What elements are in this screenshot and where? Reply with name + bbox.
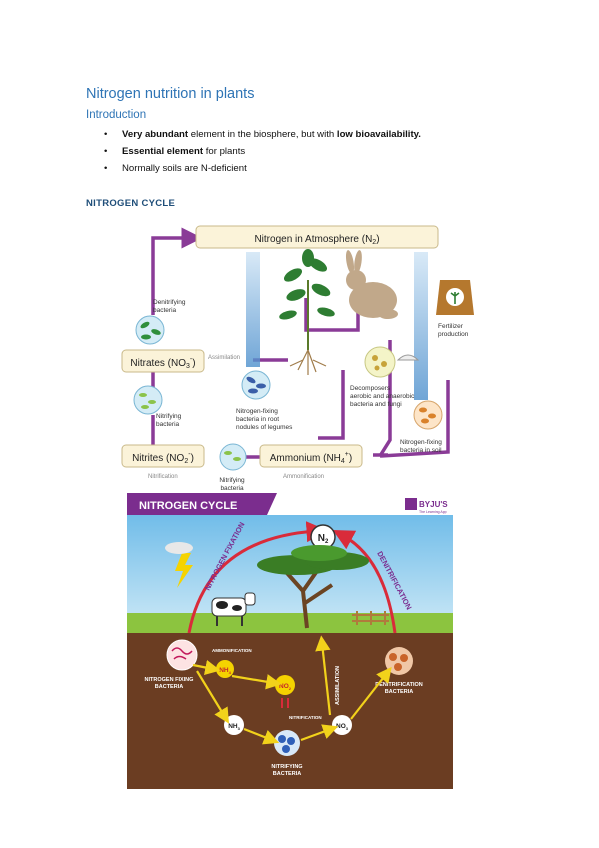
rabbit-illustration bbox=[345, 250, 398, 319]
bullet-item: Very abundant element in the biosphere, … bbox=[104, 126, 421, 143]
nitrification-label: NITRIFICATION bbox=[289, 715, 322, 720]
intro-heading: Introduction bbox=[86, 109, 147, 121]
bacteria-circle bbox=[133, 385, 163, 415]
ammonification-label: Ammonification bbox=[283, 474, 324, 480]
bullet-text: element in the biosphere, but with bbox=[188, 129, 337, 140]
blue-beam bbox=[246, 252, 260, 367]
lightning-icon bbox=[175, 553, 193, 588]
bullet-item: Essential element for plants bbox=[104, 143, 421, 160]
conversion-arrows bbox=[281, 698, 289, 708]
nitrification-label: Nitrification bbox=[148, 474, 178, 480]
fixing-bacteria-circle bbox=[166, 639, 198, 671]
nitrogen-cycle-diagram-2: NITROGEN CYCLE BYJU'S The Learning App N… bbox=[127, 493, 453, 789]
mushroom-icon bbox=[396, 354, 420, 361]
no3-label: NO3 bbox=[336, 723, 349, 731]
nitrates-box bbox=[121, 349, 205, 373]
tree-illustration bbox=[257, 545, 369, 629]
bacteria-circle bbox=[241, 370, 271, 400]
nitrates-label: Nitrates (NO3-) bbox=[130, 356, 195, 370]
nh4-label: NH4 bbox=[219, 667, 231, 675]
bacteria-circle bbox=[364, 346, 396, 378]
nh3-label: NH3 bbox=[228, 723, 240, 731]
bullet-text-bold: Essential element bbox=[122, 146, 204, 157]
atmosphere-box bbox=[195, 225, 439, 249]
assimilation-label: ASSIMILATION bbox=[335, 666, 341, 705]
atmosphere-label: Nitrogen in Atmosphere (N2) bbox=[254, 234, 379, 246]
bullet-text-bold: Very abundant bbox=[122, 129, 189, 140]
brand-logo-icon bbox=[405, 498, 417, 510]
bacteria-circle bbox=[219, 443, 247, 471]
no2-label: NO2 bbox=[279, 683, 292, 691]
brand-subtitle: The Learning App bbox=[419, 510, 447, 514]
bacteria-circle bbox=[135, 315, 165, 345]
blue-beam bbox=[414, 252, 428, 400]
nitrites-label: Nitrites (NO2-) bbox=[132, 451, 194, 465]
nitrites-box bbox=[121, 444, 205, 468]
page-title: Nitrogen nutrition in plants bbox=[86, 86, 255, 102]
fertilizer-bag-icon bbox=[436, 280, 474, 315]
ammonification-label: AMMONIFICATION bbox=[212, 648, 252, 653]
bacteria-circle bbox=[413, 400, 443, 430]
intro-bullet-list: Very abundant element in the biosphere, … bbox=[104, 126, 421, 177]
bullet-item: Normally soils are N-deficient bbox=[104, 160, 421, 177]
bullet-text-bold: low bioavailability. bbox=[336, 129, 421, 140]
cow-illustration bbox=[211, 592, 256, 626]
nitrogen-cycle-diagram-1: Nitrogen in Atmosphere (N2) Denitrifying… bbox=[121, 225, 474, 492]
cycle-heading: NITROGEN CYCLE bbox=[86, 198, 176, 209]
fence-illustration bbox=[352, 611, 389, 625]
figure-title: NITROGEN CYCLE bbox=[139, 500, 237, 512]
bullet-text: for plants bbox=[203, 146, 246, 157]
denitrification-arrow bbox=[332, 530, 397, 634]
ammonium-label: Ammonium (NH4+) bbox=[270, 451, 352, 465]
bullet-text: Normally soils are N-deficient bbox=[122, 163, 247, 174]
brand-name: BYJU'S bbox=[419, 500, 448, 509]
plant-illustration bbox=[279, 249, 335, 375]
cloud-icon bbox=[165, 542, 193, 554]
assimilation-label: Assimilation bbox=[208, 355, 240, 361]
n2-label: N2 bbox=[318, 533, 329, 545]
fixation-arrow bbox=[187, 521, 328, 634]
ammonium-box bbox=[259, 444, 363, 468]
